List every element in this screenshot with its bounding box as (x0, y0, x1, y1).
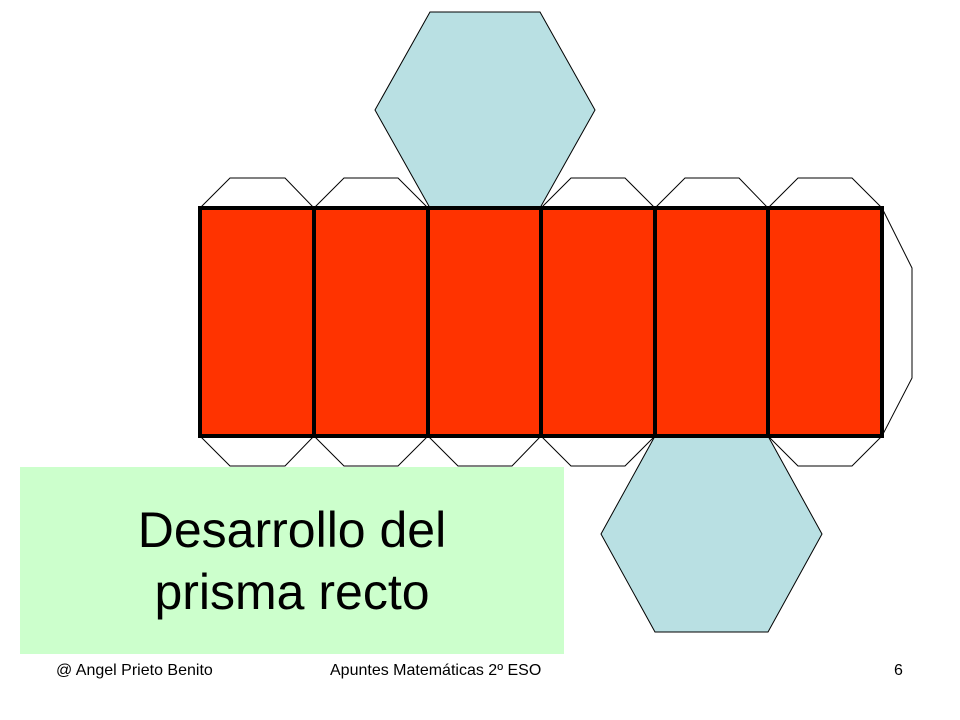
tab-bottom-4 (539, 435, 657, 467)
slide-title: Desarrollo del prisma recto (137, 501, 447, 620)
title-box: Desarrollo del prisma recto (20, 467, 564, 654)
footer-page-number: 6 (894, 662, 903, 679)
tab-bottom-3 (426, 435, 543, 467)
tab-side-right (881, 207, 913, 437)
footer-course: Apuntes Matemáticas 2º ESO (330, 662, 542, 679)
top-base-hexagon (374, 11, 596, 209)
lateral-face-5 (653, 206, 770, 438)
tab-top-6 (766, 177, 884, 209)
lateral-face-2 (312, 206, 430, 438)
lateral-face-3 (426, 206, 543, 438)
tab-top-2 (312, 177, 430, 209)
tab-top-4 (539, 177, 657, 209)
tab-top-1 (198, 177, 316, 209)
bottom-base-hexagon (600, 435, 823, 633)
tab-bottom-6 (766, 435, 884, 467)
glue-tabs (198, 177, 913, 467)
tab-top-5 (653, 177, 770, 209)
tab-bottom-1 (198, 435, 316, 467)
footer-author: @ Angel Prieto Benito (56, 662, 213, 679)
lateral-face-4 (539, 206, 657, 438)
lateral-faces (198, 206, 884, 438)
lateral-face-1 (198, 206, 316, 438)
lateral-face-6 (766, 206, 884, 438)
tab-bottom-2 (312, 435, 430, 467)
